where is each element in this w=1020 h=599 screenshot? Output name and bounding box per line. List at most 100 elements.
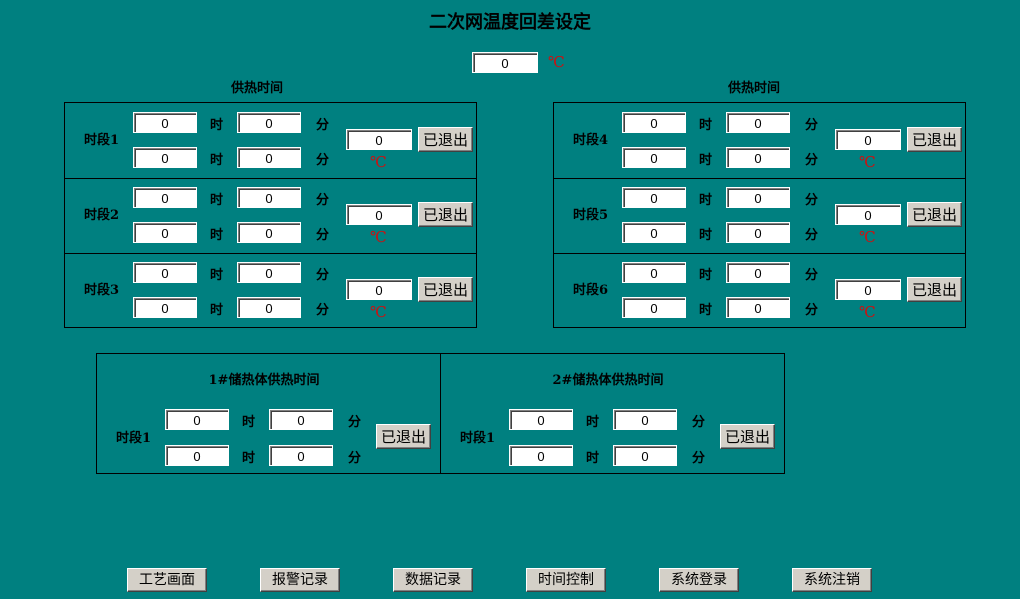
left-period-2-end-hour-label: 时 [210, 228, 224, 243]
right-period-2-end-hour-field[interactable]: 0 [622, 222, 686, 243]
right-period-2-start-minute-field[interactable]: 0 [726, 187, 790, 208]
left-period-3-temp-field[interactable]: 0 [346, 279, 412, 300]
left-period-2-end-minute-label: 分 [316, 228, 330, 243]
right-period-2-end-minute-label: 分 [805, 228, 819, 243]
left-period-1-exit-button[interactable]: 已退出 [418, 127, 473, 152]
left-period-3-label: 时段3 [84, 283, 120, 298]
right-period-1-exit-button[interactable]: 已退出 [907, 127, 962, 152]
left-period-2-label: 时段2 [84, 208, 120, 223]
right-period-1-start-minute-label: 分 [805, 118, 819, 133]
left-period-3-end-hour-field[interactable]: 0 [133, 297, 197, 318]
right-period-3-label: 时段6 [573, 283, 609, 298]
storage-1-start-minute-field[interactable]: 0 [269, 409, 333, 430]
right-period-2-end-hour-label: 时 [699, 228, 713, 243]
left-period-1-end-hour-field[interactable]: 0 [133, 147, 197, 168]
storage-2-end-hour-field[interactable]: 0 [509, 445, 573, 466]
storage-1-end-minute-field[interactable]: 0 [269, 445, 333, 466]
left-period-1-start-hour-label: 时 [210, 118, 224, 133]
left-period-3-exit-button[interactable]: 已退出 [418, 277, 473, 302]
storage-2-exit-button[interactable]: 已退出 [720, 424, 775, 449]
left-group-header: 供热时间 [231, 81, 284, 96]
right-period-2-start-hour-label: 时 [699, 193, 713, 208]
left-period-3-start-minute-field[interactable]: 0 [237, 262, 301, 283]
right-period-1-end-minute-field[interactable]: 0 [726, 147, 790, 168]
storage-2-end-minute-field[interactable]: 0 [613, 445, 677, 466]
left-period-2-unit-label: ℃ [370, 228, 387, 246]
right-period-2-exit-button[interactable]: 已退出 [907, 202, 962, 227]
storage-2-start-minute-label: 分 [692, 415, 706, 430]
left-period-3-start-minute-label: 分 [316, 268, 330, 283]
right-period-1-temp-field[interactable]: 0 [835, 129, 901, 150]
right-period-2-start-hour-field[interactable]: 0 [622, 187, 686, 208]
right-period-2-end-minute-field[interactable]: 0 [726, 222, 790, 243]
left-period-1-start-hour-field[interactable]: 0 [133, 112, 197, 133]
right-period-3-end-minute-field[interactable]: 0 [726, 297, 790, 318]
storage-2-start-minute-field[interactable]: 0 [613, 409, 677, 430]
storage-1-header: 1#储热体供热时间 [208, 373, 320, 388]
storage-1-period-label: 时段1 [116, 431, 152, 446]
right-period-3-end-hour-label: 时 [699, 303, 713, 318]
storage-1-exit-button[interactable]: 已退出 [376, 424, 431, 449]
right-group-panel [553, 102, 966, 328]
top-temp-field[interactable]: 0 [472, 52, 538, 73]
left-period-2-end-minute-field[interactable]: 0 [237, 222, 301, 243]
left-period-1-start-minute-field[interactable]: 0 [237, 112, 301, 133]
right-period-1-label: 时段4 [573, 133, 609, 148]
system-logout-button[interactable]: 系统注销 [792, 568, 872, 592]
right-period-2-unit-label: ℃ [859, 228, 876, 246]
right-period-2-start-minute-label: 分 [805, 193, 819, 208]
left-period-3-start-hour-label: 时 [210, 268, 224, 283]
storage-panel [96, 353, 785, 474]
left-period-2-start-minute-field[interactable]: 0 [237, 187, 301, 208]
alarm-log-button[interactable]: 报警记录 [260, 568, 340, 592]
right-period-1-end-hour-label: 时 [699, 153, 713, 168]
process-view-button[interactable]: 工艺画面 [127, 568, 207, 592]
left-period-2-exit-button[interactable]: 已退出 [418, 202, 473, 227]
left-period-1-end-minute-field[interactable]: 0 [237, 147, 301, 168]
top-unit-label: ℃ [548, 53, 565, 71]
left-period-1-end-minute-label: 分 [316, 153, 330, 168]
right-period-3-end-hour-field[interactable]: 0 [622, 297, 686, 318]
storage-1-start-minute-label: 分 [348, 415, 362, 430]
right-period-3-start-minute-field[interactable]: 0 [726, 262, 790, 283]
left-period-1-label: 时段1 [84, 133, 120, 148]
right-period-1-start-minute-field[interactable]: 0 [726, 112, 790, 133]
right-period-3-start-minute-label: 分 [805, 268, 819, 283]
right-period-1-end-hour-field[interactable]: 0 [622, 147, 686, 168]
right-period-3-exit-button[interactable]: 已退出 [907, 277, 962, 302]
storage-1-end-hour-field[interactable]: 0 [165, 445, 229, 466]
left-period-2-start-hour-label: 时 [210, 193, 224, 208]
right-period-1-start-hour-field[interactable]: 0 [622, 112, 686, 133]
data-log-button[interactable]: 数据记录 [393, 568, 473, 592]
right-period-2-temp-field[interactable]: 0 [835, 204, 901, 225]
left-period-1-unit-label: ℃ [370, 153, 387, 171]
right-period-1-unit-label: ℃ [859, 153, 876, 171]
left-period-2-start-hour-field[interactable]: 0 [133, 187, 197, 208]
storage-2-start-hour-label: 时 [586, 415, 600, 430]
left-period-3-end-hour-label: 时 [210, 303, 224, 318]
storage-2-start-hour-field[interactable]: 0 [509, 409, 573, 430]
storage-2-end-minute-label: 分 [692, 451, 706, 466]
right-period-3-start-hour-field[interactable]: 0 [622, 262, 686, 283]
left-period-1-temp-field[interactable]: 0 [346, 129, 412, 150]
page-title: 二次网温度回差设定 [429, 12, 591, 33]
left-period-3-start-hour-field[interactable]: 0 [133, 262, 197, 283]
left-period-2-end-hour-field[interactable]: 0 [133, 222, 197, 243]
left-period-3-unit-label: ℃ [370, 303, 387, 321]
right-group-header: 供热时间 [728, 81, 781, 96]
left-period-1-start-minute-label: 分 [316, 118, 330, 133]
system-login-button[interactable]: 系统登录 [659, 568, 739, 592]
storage-1-end-minute-label: 分 [348, 451, 362, 466]
left-group-panel [64, 102, 477, 328]
time-control-button[interactable]: 时间控制 [526, 568, 606, 592]
left-period-3-end-minute-field[interactable]: 0 [237, 297, 301, 318]
left-period-2-temp-field[interactable]: 0 [346, 204, 412, 225]
storage-2-header: 2#储热体供热时间 [552, 373, 664, 388]
storage-1-start-hour-field[interactable]: 0 [165, 409, 229, 430]
right-period-3-end-minute-label: 分 [805, 303, 819, 318]
right-period-1-end-minute-label: 分 [805, 153, 819, 168]
right-period-3-temp-field[interactable]: 0 [835, 279, 901, 300]
right-period-3-unit-label: ℃ [859, 303, 876, 321]
left-period-3-end-minute-label: 分 [316, 303, 330, 318]
right-period-1-start-hour-label: 时 [699, 118, 713, 133]
